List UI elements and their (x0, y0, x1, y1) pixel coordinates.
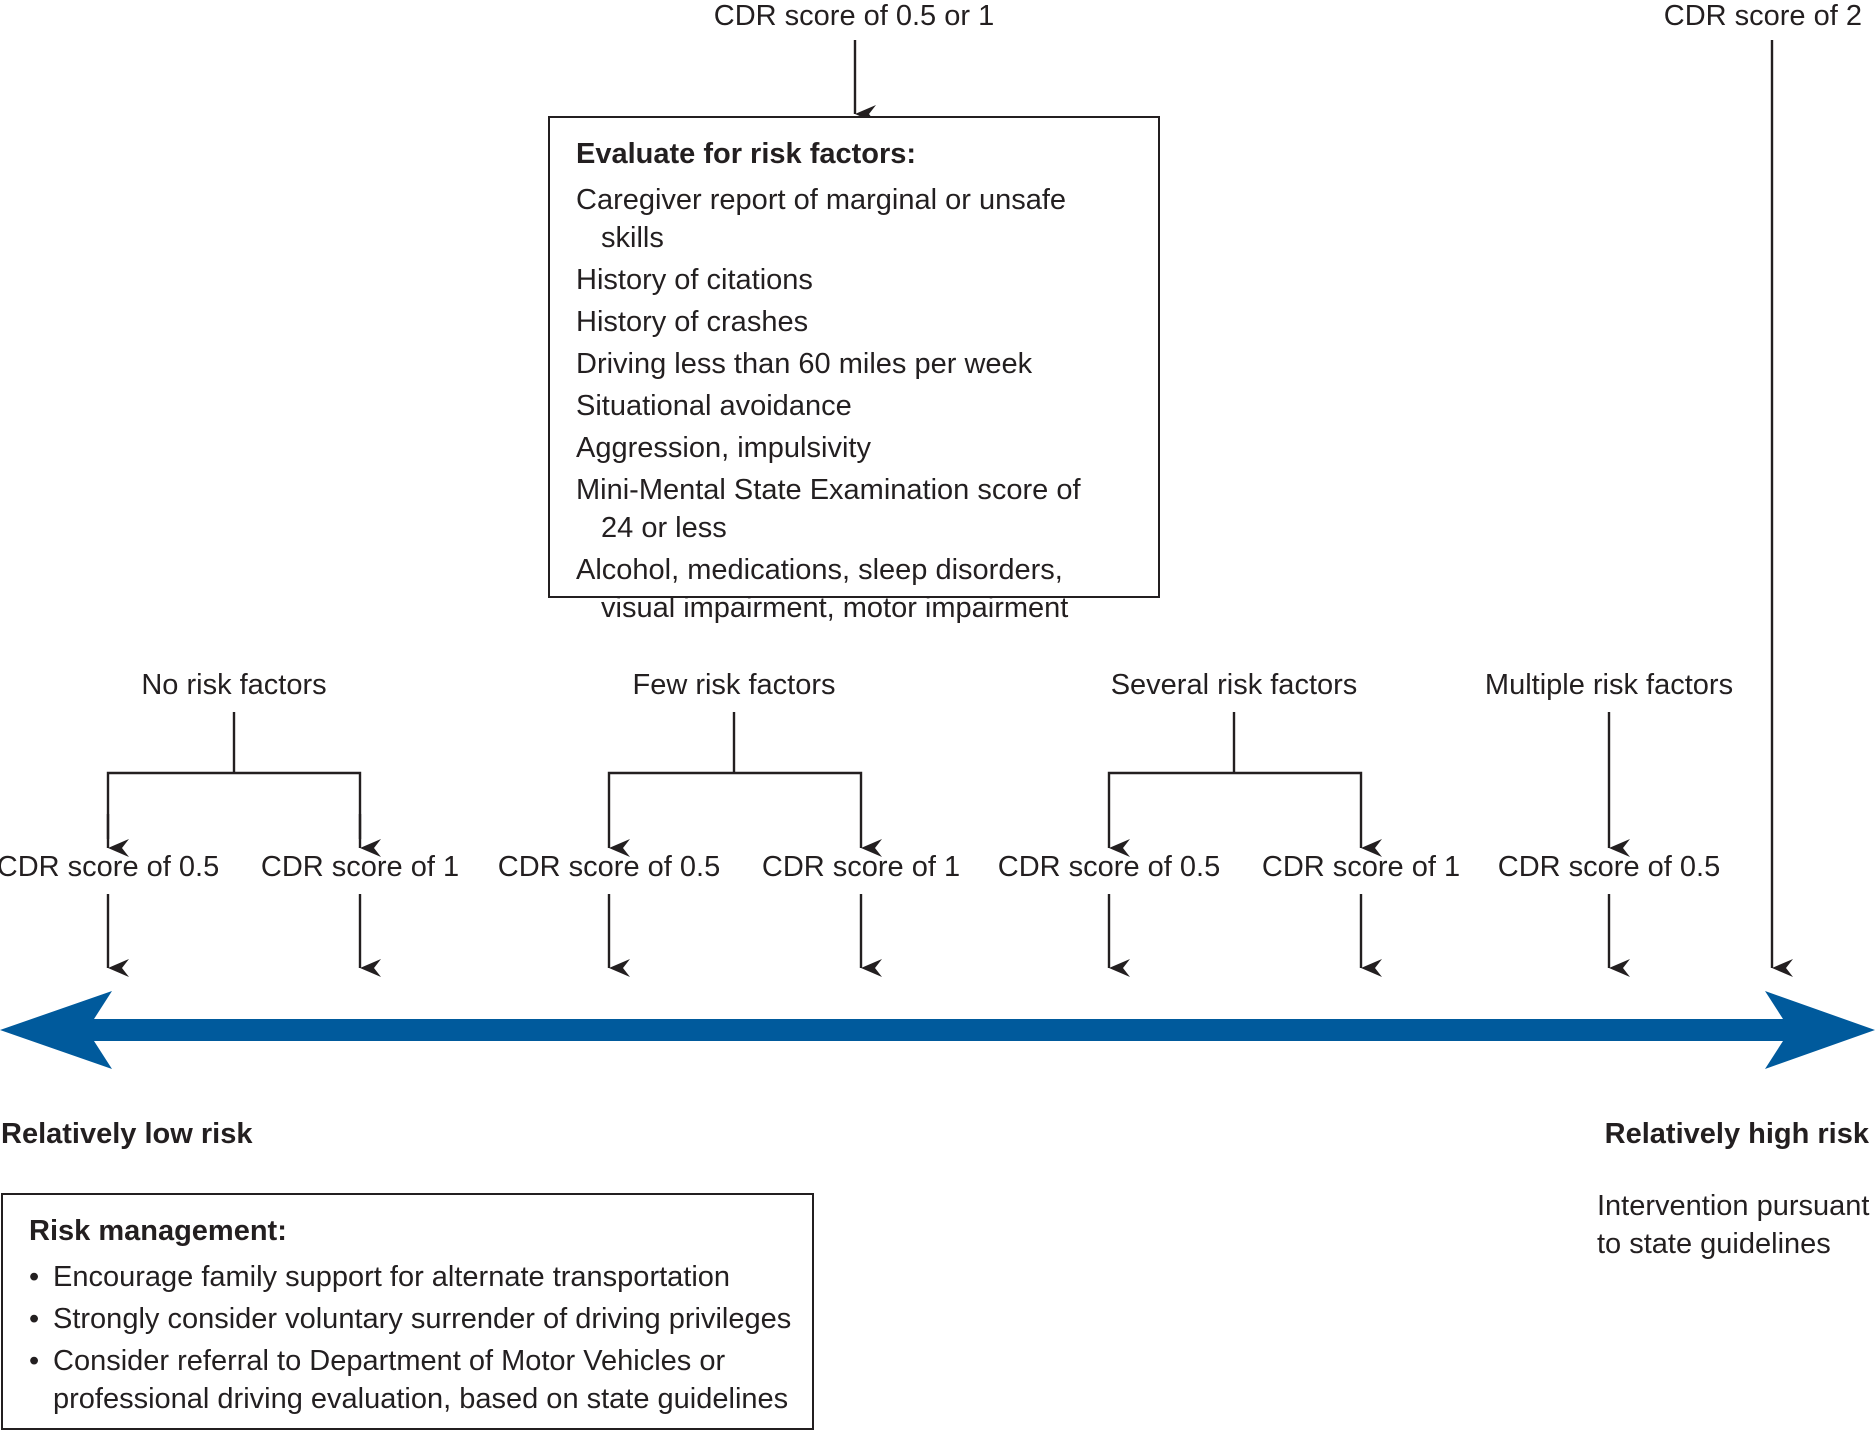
group-no-risk-connectors (106, 712, 381, 977)
low-risk-label: Relatively low risk (1, 1118, 253, 1150)
risk-management-box: Risk management: Encourage family suppor… (1, 1193, 814, 1430)
cdr-score-label: CDR score of 0.5 (497, 851, 721, 883)
cdr-score-label: CDR score of 1 (761, 851, 961, 883)
risk-factor-item: Driving less than 60 miles per week (576, 348, 1033, 381)
group-few-risk-connectors (607, 712, 882, 977)
cdr-score-label: CDR score of 0.5 (1497, 851, 1721, 883)
risk-factor-item: Alcohol, medications, sleep disorders, v… (576, 554, 1069, 625)
cdr-score-label: CDR score of 1 (260, 851, 460, 883)
cdr-score-label: CDR score of 0.5 (997, 851, 1221, 883)
high-risk-label: Relatively high risk (1604, 1118, 1869, 1150)
group-label-few-risk: Few risk factors (632, 669, 836, 701)
group-label-several-risk: Several risk factors (1110, 669, 1358, 701)
cdr-high-entry-label: CDR score of 2 (1663, 0, 1862, 32)
risk-factor-item: Aggression, impulsivity (576, 432, 871, 465)
risk-axis-arrow (0, 991, 1875, 1069)
risk-factor-item: History of crashes (576, 306, 809, 339)
cdr-score-label: CDR score of 1 (1261, 851, 1461, 883)
risk-factor-item: Caregiver report of marginal or unsafe s… (576, 184, 1067, 255)
group-several-risk-connectors (1107, 712, 1382, 977)
cdr-low-entry-label: CDR score of 0.5 or 1 (713, 0, 995, 32)
risk-factor-item: History of citations (576, 264, 813, 297)
risk-factor-item: Situational avoidance (576, 390, 852, 423)
evaluate-risk-box: Evaluate for risk factors: Caregiver rep… (548, 116, 1160, 624)
group-label-multiple-risk: Multiple risk factors (1484, 669, 1734, 701)
risk-management-item: Consider referral to Department of Motor… (29, 1342, 793, 1418)
top-connectors (853, 40, 1793, 977)
risk-management-item: Strongly consider voluntary surrender of… (29, 1300, 792, 1338)
evaluate-box-title: Evaluate for risk factors: (576, 138, 917, 170)
risk-management-title: Risk management: (29, 1215, 287, 1247)
risk-factor-item: Mini-Mental State Examination score of 2… (576, 474, 1081, 545)
group-label-no-risk: No risk factors (141, 669, 327, 701)
cdr-score-label: CDR score of 0.5 (0, 851, 220, 883)
high-risk-intervention-note: Intervention pursuant to state guideline… (1597, 1190, 1870, 1260)
risk-management-item: Encourage family support for alternate t… (29, 1258, 792, 1296)
